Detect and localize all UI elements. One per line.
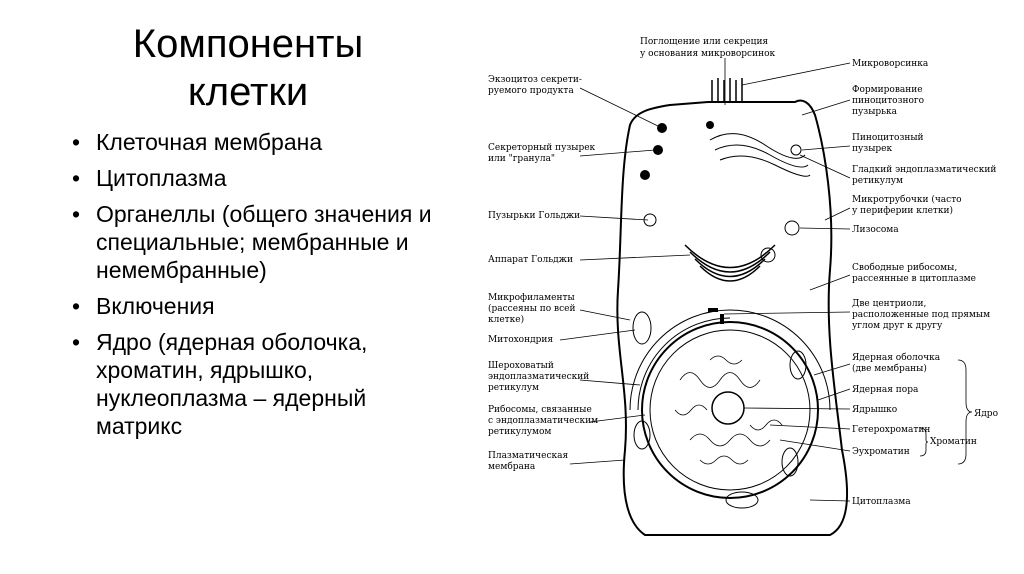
pinocytotic-vesicle-shape: [790, 144, 802, 156]
label-rough-er-1: Шероховатый: [488, 361, 554, 371]
label-nuclear-envelope-2: (две мембраны): [852, 363, 927, 374]
nucleus-inner-shape: [649, 329, 811, 491]
slide-title: Компоненты клетки: [88, 20, 408, 116]
title-line-1: Компоненты: [132, 22, 364, 66]
nucleolus-shape: [711, 391, 745, 425]
label-free-ribosomes-2: рассеянные в цитоплазме: [852, 274, 976, 284]
label-ribosomes-er-2: с эндоплазматическим: [488, 416, 598, 426]
secretory-granule-shape: [640, 170, 650, 180]
label-free-ribosomes-1: Свободные рибосомы,: [852, 262, 957, 273]
label-nucleolus: Ядрышко: [852, 405, 897, 415]
label-exocytosis-2: руемого продукта: [488, 86, 574, 96]
label-nuclear-pore: Ядерная пора: [852, 385, 919, 395]
chromatin-shape: [674, 355, 783, 465]
label-smooth-er-2: ретикулум: [852, 176, 903, 186]
plasma-membrane-shape: [616, 99, 848, 536]
label-secretory-2: или "гранула": [488, 154, 555, 164]
bullet-item: Ядро (ядерная оболочка, хроматин, ядрышк…: [70, 328, 440, 440]
label-plasma-membrane-2: мембрана: [488, 461, 536, 472]
label-centrioles-2: расположенные под прямым: [852, 310, 990, 320]
label-pinocytotic-vesicle-1: Пиноцитозный: [852, 133, 924, 143]
label-golgi-apparatus: Аппарат Гольджи: [488, 255, 573, 265]
label-golgi-vesicles: Пузырьки Гольджи: [488, 211, 580, 221]
label-ribosomes-er-1: Рибосомы, связанные: [488, 404, 592, 415]
right-labels: Микроворсинка Формирование пиноцитозного…: [852, 59, 998, 507]
centriole-shape: [720, 314, 724, 324]
bullet-item: Цитоплазма: [70, 164, 440, 192]
bullet-item: Включения: [70, 292, 440, 320]
label-pinocytotic-vesicle-2: пузырек: [852, 144, 892, 154]
label-group-nucleus: Ядро: [974, 409, 998, 419]
label-centrioles-1: Две центриоли,: [852, 299, 926, 309]
right-leader-lines: [723, 62, 973, 502]
label-top-line-2: у основания микроворсинок: [640, 49, 776, 59]
centriole-shape: [708, 308, 718, 312]
label-lysosome: Лизосома: [852, 225, 899, 235]
label-group-chromatin: Хроматин: [930, 437, 977, 447]
title-line-2: клетки: [187, 70, 309, 114]
left-labels: Экзоцитоз секрети- руемого продукта Секр…: [488, 75, 598, 472]
label-mitochondrion: Митохондрия: [488, 335, 553, 345]
label-cytoplasm: Цитоплазма: [852, 497, 911, 507]
golgi-shape: [684, 244, 776, 282]
mitochondria-shape: [632, 311, 807, 509]
label-ribosomes-er-3: ретикулумом: [488, 427, 551, 437]
secretory-granule-shape: [653, 145, 663, 155]
label-smooth-er-1: Гладкий эндоплазматический: [852, 165, 996, 175]
label-plasma-membrane-1: Плазматическая: [488, 451, 568, 461]
microvilli-shape: [711, 78, 743, 102]
cell-diagram-svg: Поглощение или секреция у основания микр…: [488, 37, 998, 536]
smooth-er-shape: [709, 133, 811, 177]
bullet-list: Клеточная мембрана Цитоплазма Органеллы …: [70, 128, 440, 448]
label-pinocytosis-3: пузырька: [852, 107, 898, 117]
bullet-item: Клеточная мембрана: [70, 128, 440, 156]
label-centrioles-3: углом друг к другу: [852, 321, 943, 331]
label-nuclear-envelope-1: Ядерная оболочка: [852, 352, 941, 363]
label-rough-er-3: ретикулум: [488, 383, 539, 393]
label-microtubules-2: у периферии клетки): [852, 205, 953, 216]
label-pinocytosis-2: пиноцитозного: [852, 96, 924, 106]
label-heterochromatin: Гетерохроматин: [852, 425, 930, 435]
vesicle-shape: [760, 247, 776, 263]
label-microfilaments-1: Микрофиламенты: [488, 293, 575, 303]
label-microvillus: Микроворсинка: [852, 59, 929, 69]
label-microfilaments-3: клетке): [488, 314, 524, 325]
label-exocytosis-1: Экзоцитоз секрети-: [488, 75, 582, 85]
left-leader-lines: [559, 87, 691, 465]
label-rough-er-2: эндоплазматический: [488, 372, 589, 382]
label-microfilaments-2: (рассеяны по всей: [488, 303, 575, 314]
label-secretory-1: Секреторный пузырек: [488, 143, 596, 153]
label-euchromatin: Эухроматин: [852, 447, 910, 457]
label-top-line-1: Поглощение или секреция: [640, 37, 768, 47]
nucleus-outer-shape: [641, 321, 819, 499]
cell-diagram: Поглощение или секреция у основания микр…: [480, 30, 1000, 550]
secretory-granule-shape: [706, 121, 714, 129]
label-microtubules-1: Микротрубочки (часто: [852, 194, 962, 205]
label-pinocytosis-1: Формирование: [852, 85, 923, 95]
bullet-item: Органеллы (общего значения и специальные…: [70, 200, 440, 284]
rough-er-shape: [629, 309, 831, 411]
lysosome-shape: [784, 220, 800, 236]
